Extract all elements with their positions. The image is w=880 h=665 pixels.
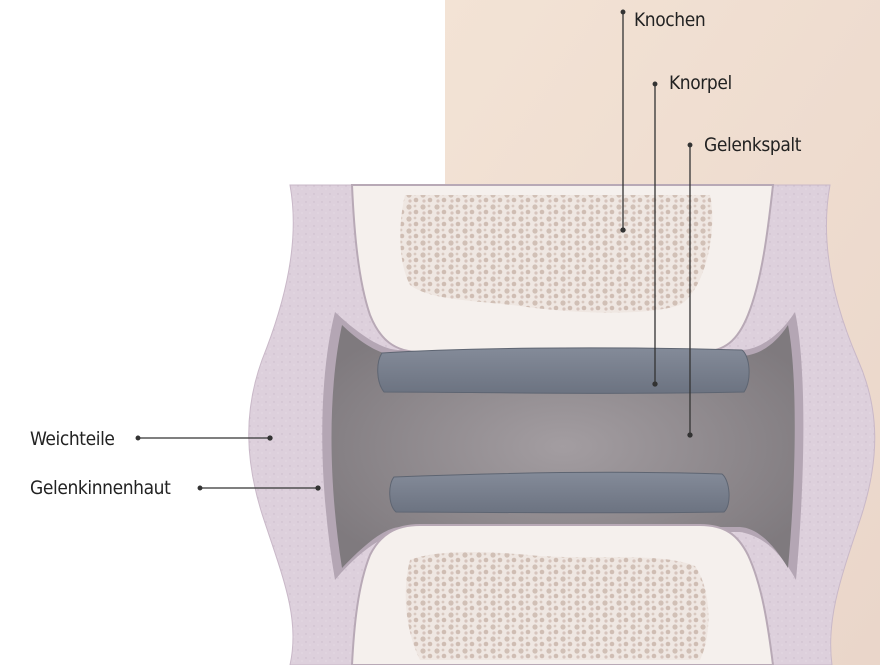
upper-cartilage [378, 348, 749, 393]
label-knorpel: Knorpel [669, 74, 732, 93]
label-weichteile: Weichteile [30, 430, 115, 449]
upper-spongy-bone [400, 195, 712, 313]
lower-spongy-bone [406, 552, 709, 660]
label-gelenkinnenhaut: Gelenkinnenhaut [30, 479, 170, 498]
lower-cartilage [390, 472, 729, 513]
label-knochen: Knochen [634, 11, 705, 30]
label-gelenkspalt: Gelenkspalt [704, 136, 801, 155]
